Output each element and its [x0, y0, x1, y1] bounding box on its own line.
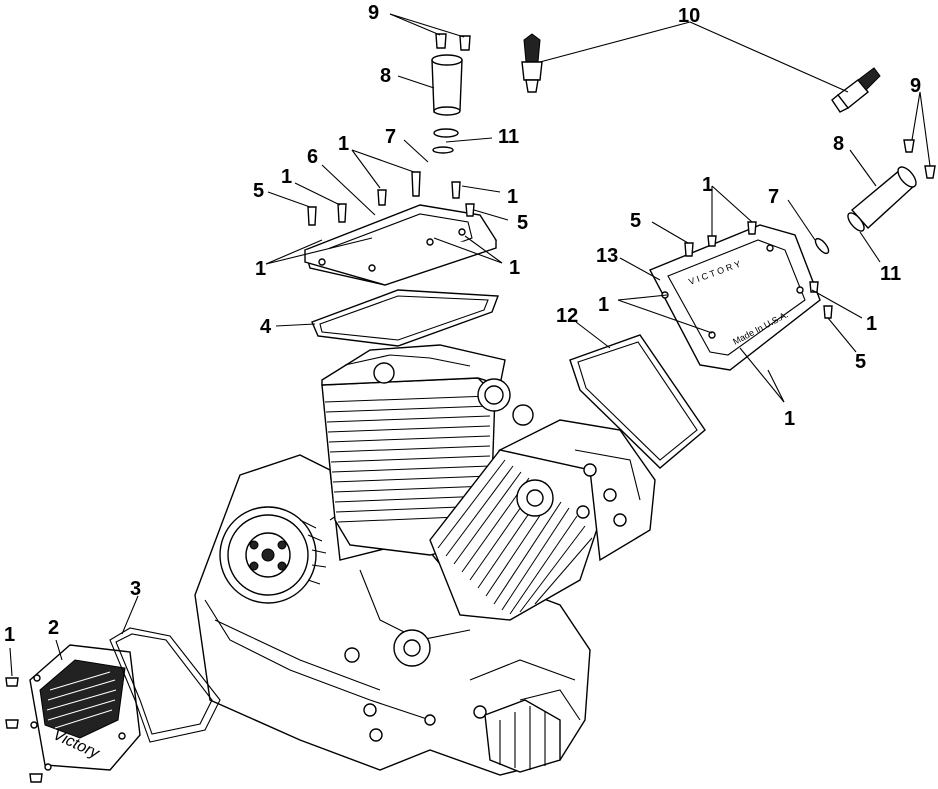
front-rocker-cover: [304, 204, 498, 286]
label-5-d: 5: [855, 351, 866, 373]
label-1-g: 1: [598, 294, 609, 316]
rear-rocker-gasket: [569, 334, 706, 469]
spark-plug-right: [831, 67, 881, 113]
label-6: 6: [307, 146, 318, 168]
label-1-h: 1: [866, 313, 877, 335]
spark-plug-upper: [521, 33, 543, 93]
screws: [307, 33, 936, 319]
label-1-f: 1: [509, 257, 520, 279]
label-5-b: 5: [630, 210, 641, 232]
label-2: 2: [48, 617, 59, 639]
label-5-c: 5: [517, 212, 528, 234]
label-8-top: 8: [380, 65, 391, 87]
primary-gear: [219, 506, 327, 604]
label-11-top: 11: [498, 126, 519, 148]
label-9-top: 9: [368, 2, 379, 24]
part-labels: 9 10 8 9 7 11 8 6 1 1 5 1 1 7 5 1 1 5 13…: [4, 2, 921, 646]
label-13: 13: [596, 245, 618, 267]
label-1-j: 1: [4, 624, 15, 646]
label-8-right: 8: [833, 133, 844, 155]
label-1-i: 1: [784, 408, 795, 430]
label-1-c: 1: [702, 174, 713, 196]
label-7-right: 7: [768, 186, 779, 208]
label-1-e: 1: [255, 258, 266, 280]
pushrod-tube-upper: [431, 54, 463, 154]
label-9-right: 9: [910, 75, 921, 97]
label-1-d: 1: [507, 186, 518, 208]
derby-gasket: [109, 627, 221, 743]
rear-cylinder: [429, 419, 656, 621]
label-12: 12: [556, 305, 578, 327]
label-10: 10: [678, 5, 700, 27]
label-1-a: 1: [338, 133, 349, 155]
rear-rocker-cover: V I C T O R Y Made In U.S.A.: [649, 224, 821, 371]
label-3: 3: [130, 578, 141, 600]
rear-cylinder-fins: [437, 459, 593, 615]
leader-lines: [9, 13, 931, 677]
label-11-right: 11: [880, 263, 901, 285]
label-7-top: 7: [385, 126, 396, 148]
label-1-b: 1: [281, 166, 292, 188]
front-rocker-gasket: [311, 289, 499, 347]
pushrod-tube-right: [814, 166, 917, 255]
derby-cover: Victory: [29, 644, 141, 771]
label-4: 4: [260, 316, 272, 338]
label-5-a: 5: [253, 180, 264, 202]
